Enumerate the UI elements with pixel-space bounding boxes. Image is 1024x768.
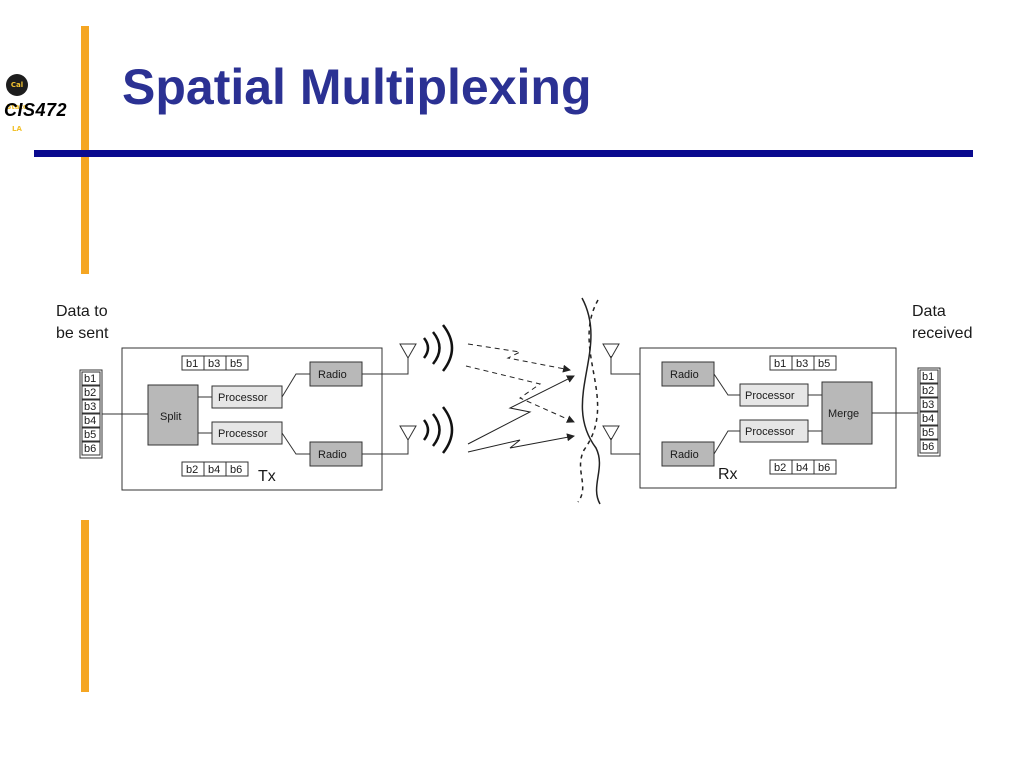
svg-text:b5: b5 bbox=[922, 427, 934, 439]
svg-text:b1: b1 bbox=[922, 371, 934, 383]
svg-text:b2: b2 bbox=[774, 462, 786, 474]
svg-text:b3: b3 bbox=[922, 399, 934, 411]
svg-text:b3: b3 bbox=[84, 401, 96, 413]
tx-label: Tx bbox=[258, 468, 276, 485]
tx-signal-waves-bottom-icon bbox=[422, 406, 454, 454]
rx-stream-top: b1 b3 b5 bbox=[769, 355, 837, 371]
svg-text:Radio: Radio bbox=[670, 449, 699, 461]
svg-text:Processor: Processor bbox=[745, 426, 795, 438]
svg-text:Radio: Radio bbox=[318, 449, 347, 461]
rx-radio-top bbox=[661, 361, 715, 387]
tx-block-b1: b1 bbox=[81, 371, 101, 386]
tx-input-label-2: be sent bbox=[56, 325, 109, 342]
title-underline bbox=[34, 150, 973, 157]
svg-text:b4: b4 bbox=[796, 462, 808, 474]
split-label: Split bbox=[160, 411, 181, 423]
merge-block bbox=[821, 381, 873, 445]
logo-badge: Cal State LA bbox=[6, 74, 28, 133]
rx-antenna-top-icon bbox=[602, 343, 620, 360]
svg-text:b3: b3 bbox=[796, 358, 808, 370]
rx-antenna-bottom-icon bbox=[602, 425, 620, 442]
tx-block-b4: b4 bbox=[81, 413, 101, 428]
svg-text:b4: b4 bbox=[922, 413, 934, 425]
solid-path-cross bbox=[467, 375, 575, 445]
accent-bar-bottom bbox=[81, 520, 89, 692]
svg-text:Processor: Processor bbox=[745, 390, 795, 402]
rx-block-b3: b3 bbox=[919, 397, 939, 412]
svg-text:b1: b1 bbox=[84, 373, 96, 385]
tx-stream-top: b1 b3 b5 bbox=[181, 355, 249, 371]
rx-block-b6: b6 bbox=[919, 439, 939, 454]
tx-block-b5: b5 bbox=[81, 427, 101, 442]
rx-block-b2: b2 bbox=[919, 383, 939, 398]
tx-signal-waves-top-icon bbox=[422, 324, 454, 372]
tx-antenna-top-icon bbox=[399, 343, 417, 360]
svg-text:b6: b6 bbox=[922, 441, 934, 453]
svg-text:Processor: Processor bbox=[218, 428, 268, 440]
tx-antenna-bottom-icon bbox=[399, 425, 417, 442]
svg-text:b3: b3 bbox=[208, 358, 220, 370]
dashed-path-cross bbox=[465, 365, 575, 423]
tx-data-stack: b1 b2 b3 b4 b5 b6 bbox=[79, 369, 103, 459]
svg-text:Radio: Radio bbox=[318, 369, 347, 381]
svg-text:b6: b6 bbox=[230, 464, 242, 476]
tx-stream-bottom: b2 b4 b6 bbox=[181, 461, 249, 477]
svg-text:b2: b2 bbox=[84, 387, 96, 399]
rx-block-b5: b5 bbox=[919, 425, 939, 440]
svg-text:b2: b2 bbox=[186, 464, 198, 476]
split-block bbox=[147, 384, 199, 446]
rx-block-b1: b1 bbox=[919, 369, 939, 384]
channel-curve-dashed bbox=[577, 299, 599, 503]
tx-block-b3: b3 bbox=[81, 399, 101, 414]
svg-text:Radio: Radio bbox=[670, 369, 699, 381]
channel-curve-solid bbox=[581, 297, 601, 505]
solid-path-bottom bbox=[467, 433, 575, 453]
svg-text:b4: b4 bbox=[84, 415, 96, 427]
svg-text:b6: b6 bbox=[84, 443, 96, 455]
course-code: CIS472 bbox=[4, 100, 68, 120]
cal-state-la-logo: Cal State LA CIS472 bbox=[2, 72, 78, 133]
dashed-path-top bbox=[467, 343, 571, 373]
svg-text:b5: b5 bbox=[818, 358, 830, 370]
rx-data-stack: b1 b2 b3 b4 b5 b6 bbox=[917, 367, 941, 457]
tx-block-b6: b6 bbox=[81, 441, 101, 456]
rx-output-label-2: received bbox=[912, 325, 972, 342]
tx-block-b2: b2 bbox=[81, 385, 101, 400]
svg-text:b2: b2 bbox=[922, 385, 934, 397]
tx-input-label-1: Data to bbox=[56, 303, 108, 320]
svg-text:Processor: Processor bbox=[218, 392, 268, 404]
merge-label: Merge bbox=[828, 408, 859, 420]
rx-label: Rx bbox=[718, 466, 738, 483]
svg-text:b5: b5 bbox=[230, 358, 242, 370]
rx-block-b4: b4 bbox=[919, 411, 939, 426]
svg-text:b1: b1 bbox=[186, 358, 198, 370]
rx-output-label-1: Data bbox=[912, 303, 946, 320]
rx-stream-bottom: b2 b4 b6 bbox=[769, 459, 837, 475]
svg-text:b1: b1 bbox=[774, 358, 786, 370]
svg-text:b6: b6 bbox=[818, 462, 830, 474]
tx-radio-bottom bbox=[309, 441, 363, 467]
svg-text:b5: b5 bbox=[84, 429, 96, 441]
svg-text:b4: b4 bbox=[208, 464, 220, 476]
page-title: Spatial Multiplexing bbox=[122, 59, 592, 115]
